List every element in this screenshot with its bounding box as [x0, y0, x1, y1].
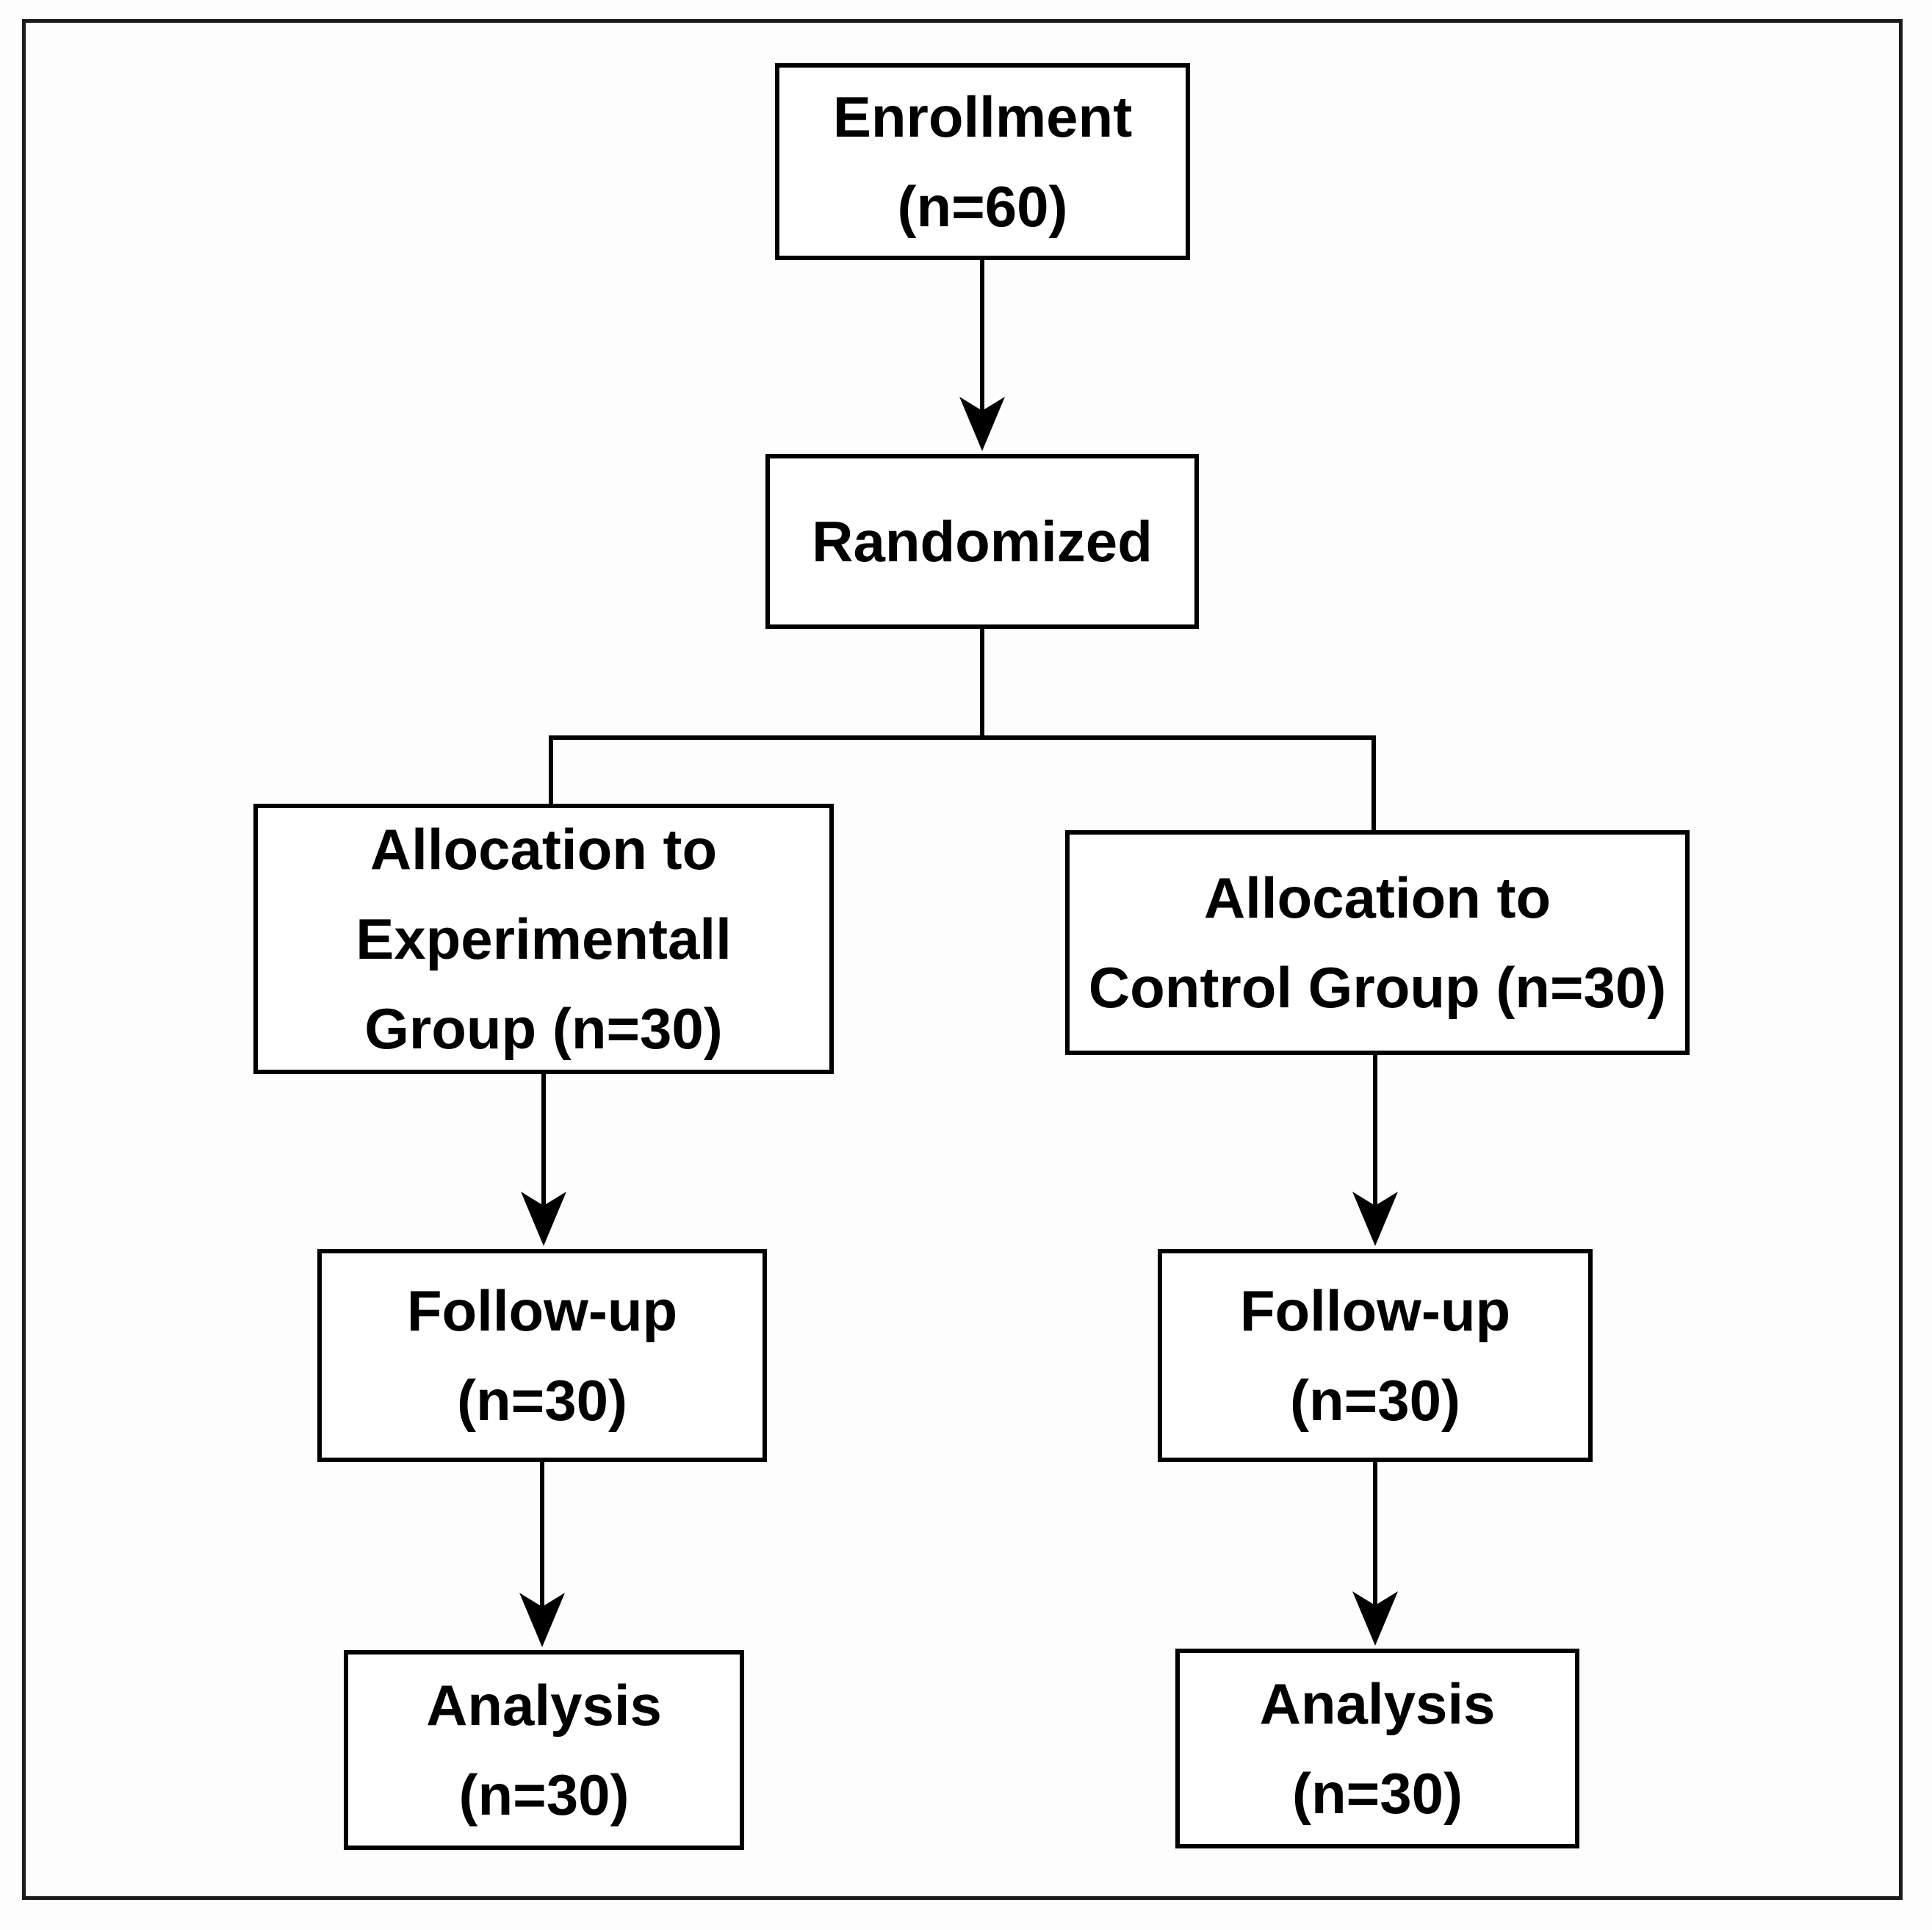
node-allocation-control-line-1: Allocation to [1203, 865, 1551, 930]
node-followup-experimental: Follow-up (n=30) [317, 1249, 767, 1462]
node-enrollment: Enrollment (n=60) [775, 63, 1190, 260]
node-allocation-control: Allocation to Control Group (n=30) [1065, 830, 1690, 1055]
outer-border-frame [22, 19, 1903, 1900]
node-followup-control: Follow-up (n=30) [1158, 1249, 1593, 1462]
node-randomized-line-1: Randomized [812, 509, 1153, 574]
node-analysis-experimental-line-1: Analysis [426, 1673, 662, 1738]
node-analysis-control-line-2: (n=30) [1292, 1761, 1463, 1826]
node-analysis-experimental-line-2: (n=30) [458, 1762, 630, 1827]
node-allocation-experimental-line-2: Experimentall [356, 907, 732, 971]
node-followup-experimental-line-1: Follow-up [406, 1278, 678, 1343]
arrowhead-enrollment-to-randomized-icon [959, 397, 1005, 451]
arrowhead-followup-experimental-to-analysis-icon [519, 1593, 565, 1647]
node-analysis-experimental: Analysis (n=30) [344, 1650, 744, 1850]
node-analysis-control: Analysis (n=30) [1175, 1649, 1579, 1848]
node-enrollment-line-2: (n=60) [897, 174, 1068, 239]
node-enrollment-line-1: Enrollment [832, 84, 1133, 149]
node-allocation-experimental: Allocation to Experimentall Group (n=30) [253, 804, 834, 1074]
node-randomized: Randomized [765, 454, 1199, 629]
node-allocation-experimental-line-3: Group (n=30) [364, 996, 723, 1061]
arrowhead-allocation-control-to-followup-icon [1352, 1192, 1398, 1246]
node-allocation-control-line-2: Control Group (n=30) [1088, 955, 1667, 1020]
arrowhead-allocation-experimental-to-followup-icon [521, 1192, 566, 1246]
node-allocation-experimental-line-1: Allocation to [370, 817, 718, 882]
node-followup-experimental-line-2: (n=30) [457, 1368, 627, 1433]
node-analysis-control-line-1: Analysis [1259, 1671, 1496, 1736]
node-followup-control-line-1: Follow-up [1239, 1278, 1511, 1343]
arrowhead-followup-control-to-analysis-icon [1352, 1591, 1398, 1646]
node-followup-control-line-2: (n=30) [1290, 1368, 1460, 1433]
